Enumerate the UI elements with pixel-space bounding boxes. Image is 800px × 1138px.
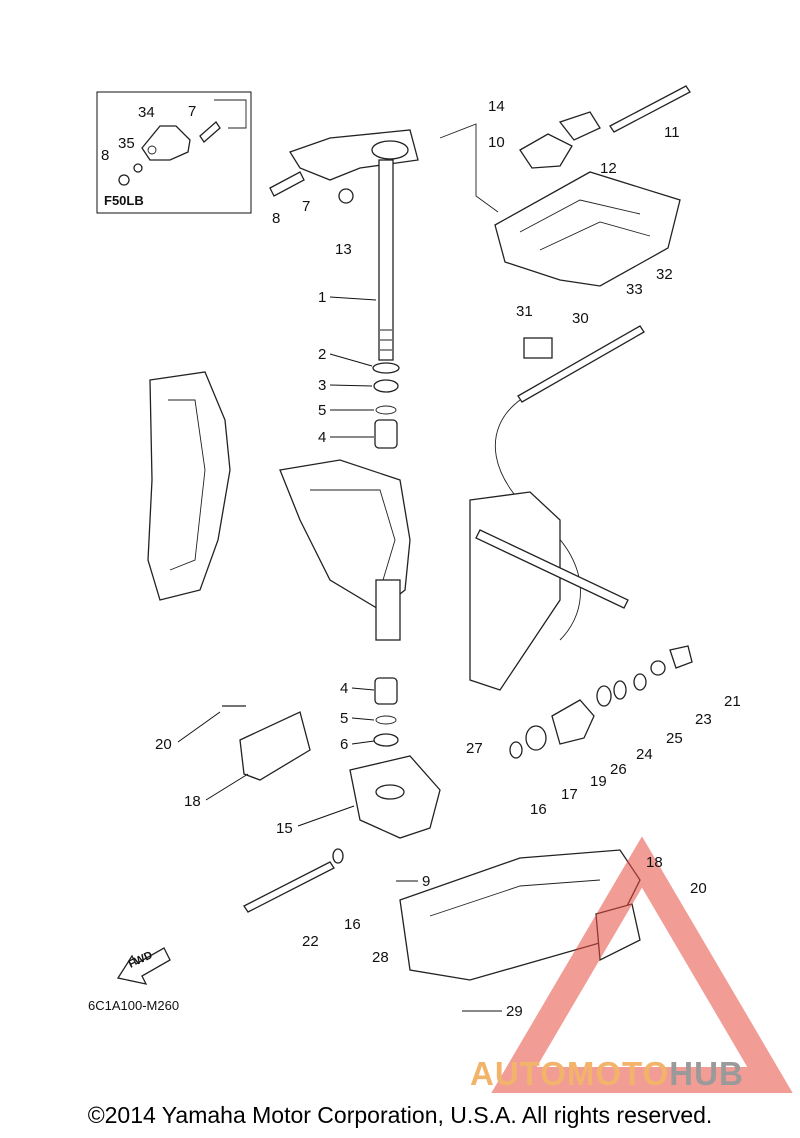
callout-18a: 18 [184,793,201,810]
fwd-arrow-icon [116,947,171,985]
copyright-notice: ©2014 Yamaha Motor Corporation, U.S.A. A… [87,1102,713,1128]
stud-7 [269,171,305,197]
callout-26: 26 [610,761,627,778]
callout-2: 2 [318,346,326,363]
callout-24: 24 [636,746,653,763]
watermark-triangle [491,836,793,1093]
callout-labels: 1 2 3 5 4 4 5 6 7 7 8 8 9 10 11 12 13 14… [101,98,741,1020]
callout-35: 35 [118,135,135,152]
callout-5b: 5 [340,710,348,727]
callout-8b: 8 [272,210,280,227]
callout-7a: 7 [188,103,196,120]
callout-18b: 18 [646,854,663,871]
lower-bushing-stack [373,677,399,747]
callout-27: 27 [466,740,483,757]
clamp-31 [523,337,553,359]
callout-17: 17 [561,786,578,803]
document-code: 6C1A100-M260 [88,998,180,1013]
bottom-cowling-plate [494,111,681,287]
bolt-22 [243,861,335,913]
mount-parts-right [509,645,693,759]
inset-box [96,91,252,214]
callout-19: 19 [590,773,607,790]
callout-20a: 20 [155,736,172,753]
callout-16b: 16 [344,916,361,933]
clamp-bracket-left [147,371,231,601]
callout-20b: 20 [690,880,707,897]
callout-23: 23 [695,711,712,728]
callout-7b: 7 [302,198,310,215]
callout-22: 22 [302,933,319,950]
clamp-bracket-right [469,491,629,691]
callout-9: 9 [422,873,430,890]
callout-30: 30 [572,310,589,327]
inset-model-label: F50LB [104,193,144,208]
callout-14: 14 [488,98,505,115]
callout-11: 11 [664,124,680,141]
swivel-bracket [279,459,411,641]
callout-13: 13 [335,241,352,258]
callout-31: 31 [516,303,533,320]
callout-4a: 4 [318,429,326,446]
callout-1: 1 [318,289,326,306]
callout-10: 10 [488,134,505,151]
callout-34: 34 [138,104,155,121]
callout-25: 25 [666,730,683,747]
callout-4b: 4 [340,680,348,697]
steering-shaft-1 [289,129,419,361]
callout-3: 3 [318,377,326,394]
callout-33: 33 [626,281,643,298]
mount-18-left [239,711,311,781]
inset-bracket-34 [118,99,247,186]
cable-30 [517,325,645,403]
watermark-part1: AUTOMOTO [470,1055,670,1092]
callout-21: 21 [724,693,741,710]
callout-15: 15 [276,820,293,837]
upper-bushing-stack [372,362,400,449]
callout-32: 32 [656,266,673,283]
nut-13 [338,188,354,204]
watermark-logo: AUTOMOTOHUB [470,1055,744,1093]
callout-5a: 5 [318,402,326,419]
watermark-part2: HUB [669,1055,744,1092]
callout-28: 28 [372,949,389,966]
callout-16a: 16 [530,801,547,818]
callout-6: 6 [340,736,348,753]
washer-16 [332,848,344,864]
bolt-11 [609,85,691,133]
leader-bracket [439,123,499,213]
callout-8a: 8 [101,147,109,164]
lower-mount-housing-15 [349,755,441,839]
callout-29: 29 [506,1003,523,1020]
callout-12: 12 [600,160,617,177]
